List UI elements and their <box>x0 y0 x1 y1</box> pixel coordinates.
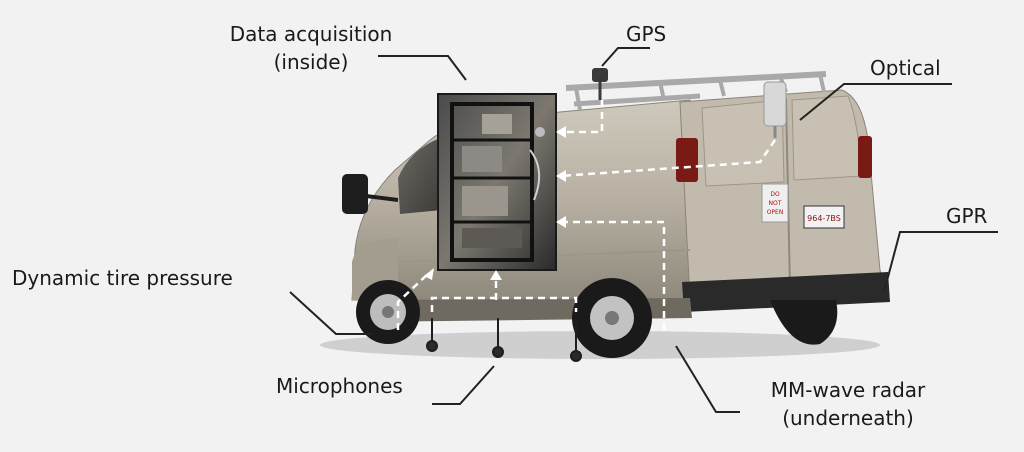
front-window <box>398 138 442 214</box>
label-mm-wave-radar: MM-wave radar (underneath) <box>738 376 958 432</box>
rack-instrument-3 <box>482 114 512 134</box>
rear-sign <box>761 183 789 223</box>
optical-arrowhead <box>556 170 566 182</box>
label-dynamic-tire-pressure: Dynamic tire pressure <box>12 266 233 290</box>
label-mm-wave-radar-line1: MM-wave radar <box>770 378 926 402</box>
label-optical: Optical <box>870 56 941 80</box>
rear-sign-line2: NOT <box>769 200 782 207</box>
optical-camera <box>763 81 787 127</box>
signal-arrows <box>396 100 777 330</box>
leader-lines <box>289 47 998 413</box>
rack-instrument-4 <box>462 228 522 248</box>
mirror-arm <box>365 194 399 202</box>
microphones-under-van <box>426 318 582 362</box>
tire-pressure-arrowhead <box>424 268 434 280</box>
license-plate-text: 964-7BS <box>807 214 841 223</box>
optical-arrow <box>559 139 777 178</box>
leader-gpr <box>883 231 998 293</box>
leader-gps <box>601 47 650 67</box>
tire-pressure-arrow <box>396 271 431 330</box>
gpr-arrow <box>560 220 666 330</box>
rear-sign-line1: DO <box>770 191 780 198</box>
leader-microphones <box>432 365 495 405</box>
label-data-acquisition-line1: Data acquisition <box>229 22 393 46</box>
van: DO NOT OPEN 964-7BS <box>320 68 890 362</box>
label-mm-wave-radar-line2: (underneath) <box>782 406 914 430</box>
microphones-arrow-bus <box>430 296 578 312</box>
label-gps: GPS <box>626 22 667 46</box>
data-acquisition-inset <box>437 93 557 271</box>
leader-data-acquisition <box>378 55 467 81</box>
rear-sign-line3: OPEN <box>767 209 784 216</box>
rack-instrument-1 <box>462 146 502 172</box>
arrowheads <box>424 126 566 280</box>
label-gpr: GPR <box>946 204 988 228</box>
equipment-rack-frame <box>450 102 534 262</box>
leader-optical <box>799 83 952 121</box>
label-microphones: Microphones <box>276 374 403 398</box>
rear-wheel-far <box>770 300 838 345</box>
tail-light-right <box>858 136 872 178</box>
license-plate <box>803 205 845 229</box>
leader-mm-wave-radar <box>675 345 740 413</box>
side-mirror <box>342 174 368 214</box>
leader-tire-pressure <box>289 291 372 335</box>
rear-wheel <box>572 278 652 358</box>
rack-instrument-2 <box>462 186 508 216</box>
gpr-arrowhead <box>556 216 566 228</box>
gps-arrowhead <box>556 126 566 138</box>
rear-window-right <box>791 95 863 181</box>
microphones-arrowhead <box>490 270 502 280</box>
gps-arrow <box>560 100 604 134</box>
label-data-acquisition: Data acquisition (inside) <box>206 20 416 76</box>
rear-bumper <box>682 272 890 312</box>
label-data-acquisition-line2: (inside) <box>273 50 349 74</box>
tail-light-left <box>676 138 698 182</box>
gps-antenna <box>592 68 608 82</box>
